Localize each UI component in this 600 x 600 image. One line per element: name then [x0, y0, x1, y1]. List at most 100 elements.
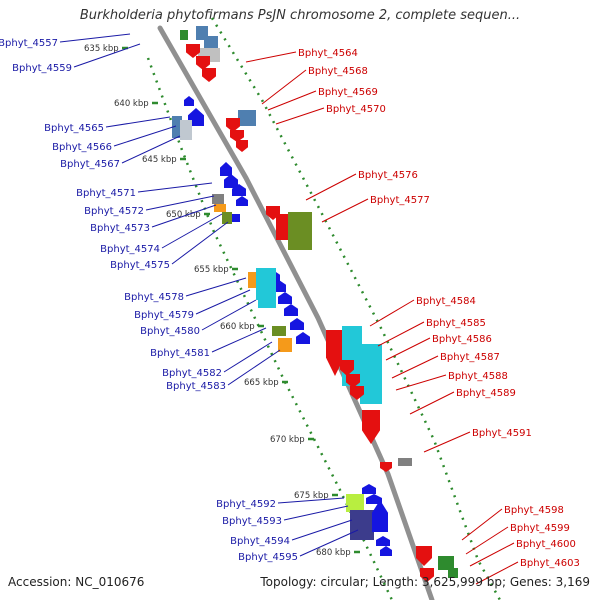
- forward-gene-arrow[interactable]: [362, 484, 376, 494]
- gene-block[interactable]: [238, 110, 256, 126]
- gene-block[interactable]: [278, 338, 292, 352]
- gene-label-left[interactable]: Bphyt_4582: [162, 368, 222, 379]
- leader-line: [461, 508, 503, 541]
- gene-label-left[interactable]: Bphyt_4571: [76, 188, 136, 199]
- map-title: Burkholderia phytofirmans PsJN chromosom…: [79, 8, 521, 23]
- gene-block[interactable]: [232, 214, 240, 222]
- kbp-tick-label: 640 kbp: [114, 99, 149, 109]
- gene-block[interactable]: [180, 30, 188, 40]
- gene-label-right[interactable]: Bphyt_4600: [516, 539, 576, 550]
- gene-label-right[interactable]: Bphyt_4576: [358, 170, 418, 181]
- gene-block[interactable]: [448, 568, 458, 578]
- gene-block[interactable]: [258, 290, 276, 308]
- forward-gene-arrow[interactable]: [220, 162, 232, 176]
- gene-label-left[interactable]: Bphyt_4565: [44, 123, 104, 134]
- gene-label-right[interactable]: Bphyt_4603: [520, 558, 580, 569]
- gene-block[interactable]: [180, 120, 192, 140]
- gene-label-right[interactable]: Bphyt_4588: [448, 371, 508, 382]
- gene-label-right[interactable]: Bphyt_4598: [504, 505, 564, 516]
- forward-gene-arrow[interactable]: [296, 332, 310, 344]
- reverse-gene-arrow[interactable]: [226, 118, 240, 132]
- forward-gene-arrow[interactable]: [278, 292, 292, 304]
- chromosome-backbone: [157, 25, 435, 600]
- reverse-gene-arrow[interactable]: [230, 130, 244, 142]
- reverse-gene-arrow[interactable]: [420, 568, 434, 582]
- gene-label-right[interactable]: Bphyt_4585: [426, 318, 486, 329]
- gene-label-left[interactable]: Bphyt_4567: [60, 159, 120, 170]
- gene-label-right[interactable]: Bphyt_4577: [370, 195, 430, 206]
- leader-line: [145, 195, 215, 211]
- gene-label-left[interactable]: Bphyt_4557: [0, 38, 58, 49]
- gene-label-left[interactable]: Bphyt_4593: [222, 516, 282, 527]
- leader-line: [305, 173, 357, 201]
- gene-label-left[interactable]: Bphyt_4592: [216, 499, 276, 510]
- forward-gene-arrow[interactable]: [184, 96, 194, 106]
- reverse-gene-arrow[interactable]: [202, 68, 216, 82]
- forward-gene-arrow[interactable]: [372, 500, 388, 532]
- forward-gene-arrow[interactable]: [232, 184, 246, 196]
- gene-label-right[interactable]: Bphyt_4599: [510, 523, 570, 534]
- gene-block[interactable]: [346, 494, 364, 512]
- gene-label-left[interactable]: Bphyt_4594: [230, 536, 290, 547]
- gene-block[interactable]: [214, 204, 226, 212]
- reverse-gene-arrow[interactable]: [326, 330, 344, 376]
- leader-line: [195, 289, 251, 315]
- reverse-gene-arrow[interactable]: [380, 462, 392, 472]
- gene-label-left[interactable]: Bphyt_4572: [84, 206, 144, 217]
- gene-label-left[interactable]: Bphyt_4578: [124, 292, 184, 303]
- gene-block[interactable]: [212, 194, 224, 204]
- gene-block[interactable]: [172, 116, 182, 138]
- forward-gene-arrow[interactable]: [366, 494, 382, 504]
- reverse-gene-arrow[interactable]: [350, 386, 364, 400]
- gene-label-left[interactable]: Bphyt_4566: [52, 142, 112, 153]
- reverse-gene-arrow[interactable]: [236, 140, 248, 152]
- gene-labels[interactable]: Bphyt_4557Bphyt_4559Bphyt_4565Bphyt_4566…: [0, 38, 580, 569]
- forward-gene-arrow[interactable]: [284, 304, 298, 316]
- gene-block[interactable]: [222, 212, 232, 224]
- kbp-guide-dots: [146, 17, 502, 600]
- gene-label-right[interactable]: Bphyt_4586: [432, 334, 492, 345]
- gene-block[interactable]: [272, 326, 286, 336]
- forward-gene-arrow[interactable]: [380, 546, 392, 556]
- gene-label-left[interactable]: Bphyt_4579: [134, 310, 194, 321]
- reverse-gene-arrow[interactable]: [362, 410, 380, 444]
- gene-label-left[interactable]: Bphyt_4580: [140, 326, 200, 337]
- gene-label-right[interactable]: Bphyt_4568: [308, 66, 368, 77]
- forward-gene-arrow[interactable]: [290, 318, 304, 330]
- gene-label-left[interactable]: Bphyt_4575: [110, 260, 170, 271]
- gene-label-left[interactable]: Bphyt_4559: [12, 63, 72, 74]
- leader-line: [261, 69, 307, 105]
- gene-block[interactable]: [438, 556, 454, 570]
- gene-label-right[interactable]: Bphyt_4564: [298, 48, 358, 59]
- gene-label-right[interactable]: Bphyt_4589: [456, 388, 516, 399]
- gene-label-left[interactable]: Bphyt_4595: [238, 552, 298, 563]
- gene-block[interactable]: [350, 510, 374, 540]
- gene-label-left[interactable]: Bphyt_4573: [90, 223, 150, 234]
- topology-summary: Topology: circular; Length: 3,625,999 bp…: [260, 575, 590, 589]
- leader-line: [211, 327, 267, 353]
- gene-label-right[interactable]: Bphyt_4569: [318, 87, 378, 98]
- gene-block[interactable]: [398, 458, 412, 466]
- reverse-gene-arrow[interactable]: [196, 56, 210, 70]
- gene-label-right[interactable]: Bphyt_4587: [440, 352, 500, 363]
- gene-features[interactable]: [172, 26, 458, 582]
- forward-gene-arrow[interactable]: [236, 196, 248, 206]
- forward-gene-arrow[interactable]: [224, 174, 238, 188]
- gene-label-left[interactable]: Bphyt_4581: [150, 348, 210, 359]
- gene-block[interactable]: [360, 344, 382, 404]
- reverse-gene-arrow[interactable]: [416, 546, 432, 566]
- gene-label-left[interactable]: Bphyt_4574: [100, 244, 160, 255]
- reverse-gene-arrow[interactable]: [346, 374, 360, 388]
- reverse-gene-arrow[interactable]: [186, 44, 200, 58]
- gene-block[interactable]: [288, 212, 312, 250]
- forward-gene-arrow[interactable]: [376, 536, 390, 546]
- gene-label-left[interactable]: Bphyt_4583: [166, 381, 226, 392]
- gene-block[interactable]: [276, 214, 288, 240]
- gene-label-right[interactable]: Bphyt_4591: [472, 428, 532, 439]
- gene-label-right[interactable]: Bphyt_4570: [326, 104, 386, 115]
- reverse-gene-arrow[interactable]: [340, 360, 354, 376]
- gene-label-right[interactable]: Bphyt_4584: [416, 296, 476, 307]
- kbp-tick-label: 675 kbp: [294, 491, 329, 501]
- leader-line: [385, 337, 431, 361]
